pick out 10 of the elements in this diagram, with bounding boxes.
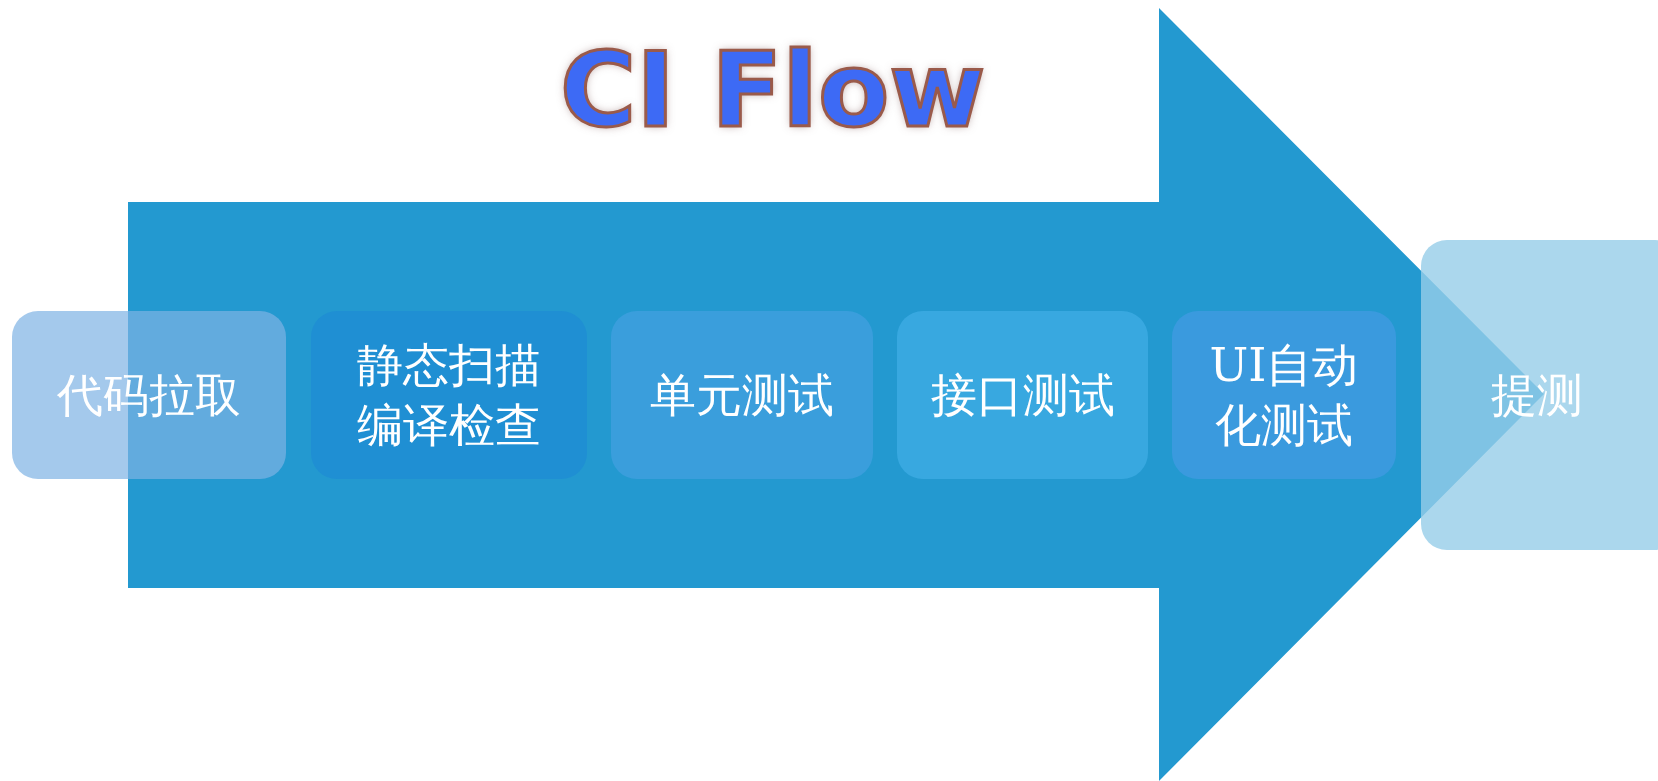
process-box: [1421, 240, 1658, 550]
step-label: 静态扫描编译检查: [356, 337, 542, 454]
step-label: 提测: [1491, 367, 1583, 424]
step-label: 单元测试: [650, 367, 834, 424]
process-box: [12, 311, 286, 479]
process-box: [611, 311, 873, 479]
step-label: 接口测试: [930, 367, 1115, 424]
process-box: [1172, 311, 1396, 479]
step-label: UI自动化测试: [1208, 337, 1360, 454]
title: CI Flow: [560, 30, 986, 150]
